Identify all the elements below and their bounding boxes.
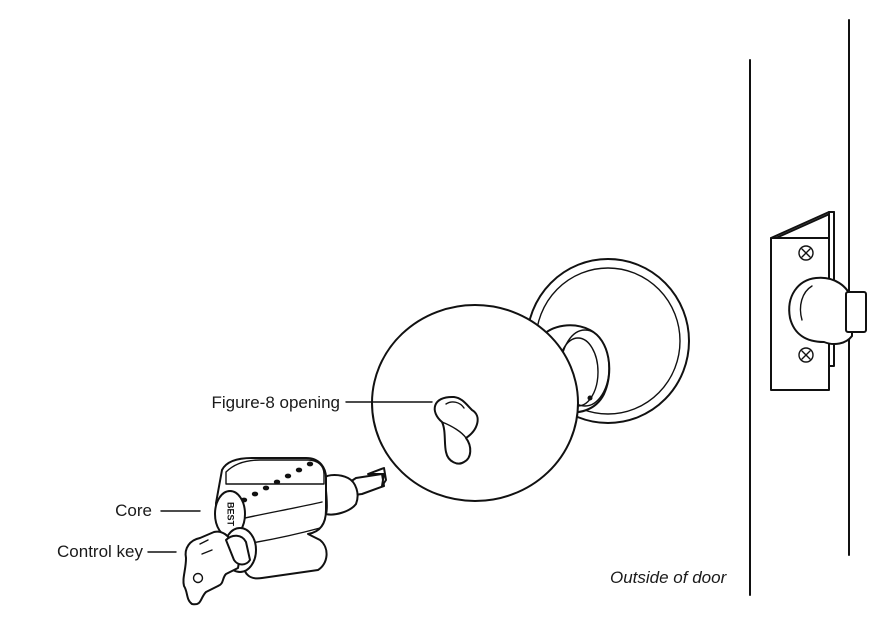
outside-of-door-label: Outside of door	[610, 568, 727, 587]
core-brand-logo: BEST	[226, 502, 236, 527]
door-edge	[749, 19, 850, 596]
top-screw-icon	[798, 245, 814, 261]
figure8-opening-label: Figure-8 opening	[211, 393, 340, 412]
core-label: Core	[115, 501, 152, 520]
figure8-opening-icon	[433, 395, 479, 465]
latch-bolt	[788, 276, 867, 345]
control-key-label: Control key	[57, 542, 143, 561]
strike-plate	[770, 211, 867, 391]
knob	[371, 304, 579, 502]
bottom-screw-icon	[798, 347, 814, 363]
control-key	[182, 530, 251, 606]
